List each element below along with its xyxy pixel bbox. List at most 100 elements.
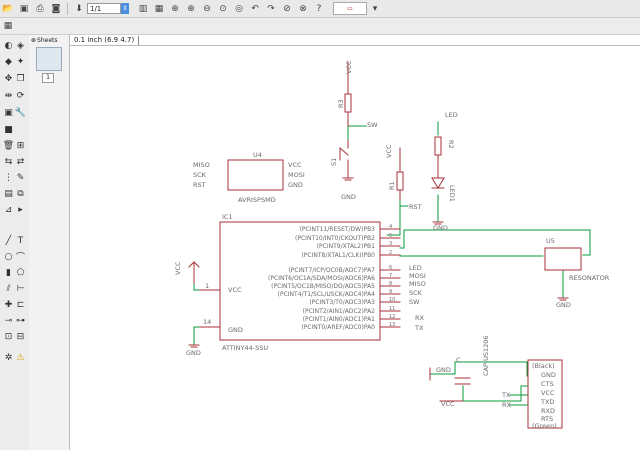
split-icon[interactable]: ⊿ bbox=[4, 204, 13, 215]
sheets-panel: ⊗ Sheets 1 bbox=[29, 35, 70, 450]
ftdi-pin-txd: TXD bbox=[540, 398, 554, 406]
ftdi-pin-rts: RTS bbox=[541, 415, 553, 423]
rect-icon[interactable]: ▮ bbox=[6, 267, 11, 278]
ic1-body[interactable] bbox=[219, 221, 381, 341]
bus-icon[interactable]: ⫽ bbox=[6, 283, 11, 294]
net-wires bbox=[193, 121, 591, 406]
stop-icon[interactable]: ⊘ bbox=[283, 3, 291, 14]
u4-label: U4 bbox=[253, 151, 262, 159]
change-icon[interactable]: 🔧 bbox=[14, 107, 27, 118]
save-icon[interactable]: ▣ bbox=[19, 3, 29, 14]
vcc-label-top: VCC bbox=[345, 60, 353, 74]
zoom-out-icon[interactable]: ⊖ bbox=[203, 3, 211, 14]
undo-icon[interactable]: ↶ bbox=[251, 3, 259, 14]
grid-coordinate-display: 0.1 inch (6.9 4.7) bbox=[70, 35, 140, 45]
circle-icon[interactable]: ○ bbox=[4, 251, 13, 262]
net-label-rx: RX bbox=[415, 314, 425, 322]
polygon-icon[interactable]: ⬠ bbox=[16, 267, 25, 278]
vcc-label-r1: VCC bbox=[385, 144, 393, 158]
smash-icon[interactable]: ⧉ bbox=[17, 188, 24, 199]
group-icon[interactable]: ▣ bbox=[4, 107, 13, 118]
ic1-pin-pa2: (PCINT2/AIN1/ADC2)PA2 bbox=[303, 308, 376, 315]
redraw-icon[interactable]: ◎ bbox=[235, 3, 243, 14]
move-icon[interactable]: ✥ bbox=[4, 73, 13, 84]
resonator-body[interactable] bbox=[544, 247, 582, 271]
r1-body[interactable] bbox=[396, 171, 404, 191]
r2-label: R2 bbox=[447, 140, 455, 149]
ftdi-header-body[interactable] bbox=[527, 359, 563, 429]
mod-icon[interactable]: ⊟ bbox=[16, 331, 25, 342]
sheet-icon: ⬇ bbox=[75, 3, 83, 14]
label-icon[interactable]: ⊏ bbox=[16, 299, 25, 310]
redo-icon[interactable]: ↷ bbox=[267, 3, 275, 14]
isp-header-body[interactable] bbox=[227, 159, 284, 191]
sheets-tab[interactable]: ⊗ Sheets bbox=[31, 36, 67, 44]
sheet-select[interactable]: 1/1 bbox=[87, 3, 121, 14]
text-icon[interactable]: T bbox=[17, 235, 24, 246]
schematic-canvas[interactable]: VCC R3 SW S1 GND VCC R1 RST LED R2 LED1 … bbox=[70, 46, 640, 450]
isp-pin-miso: MISO bbox=[193, 161, 210, 169]
pin-number-3: 3 bbox=[389, 241, 392, 247]
zoom-select-icon[interactable]: ⊙ bbox=[219, 3, 227, 14]
r2-body[interactable] bbox=[434, 136, 442, 156]
dropdown-arrow-icon[interactable]: ▾ bbox=[372, 3, 378, 14]
arc-icon[interactable]: ⌒ bbox=[15, 253, 25, 263]
s1-label: S1 bbox=[330, 158, 338, 166]
sheet-thumbnail[interactable] bbox=[36, 47, 62, 71]
zoom-in-icon[interactable]: ⊕ bbox=[187, 3, 195, 14]
net-label-sw: SW bbox=[409, 298, 420, 306]
isp-pin-sck: SCK bbox=[193, 171, 207, 179]
parameter-toolbar: ▦ bbox=[0, 18, 640, 35]
delete-icon[interactable]: 🗑 bbox=[2, 140, 15, 151]
open-icon[interactable]: 📂 bbox=[2, 3, 14, 14]
help-icon[interactable]: ? bbox=[316, 3, 322, 14]
paste-icon[interactable]: ■ bbox=[4, 124, 13, 135]
net-label-sck: SCK bbox=[409, 289, 423, 297]
wire-icon[interactable]: ╱ bbox=[5, 235, 12, 246]
replace-icon[interactable]: ⋮ bbox=[4, 172, 13, 183]
go-icon[interactable]: ⊗ bbox=[299, 3, 307, 14]
ic1-gnd-pin: GND bbox=[228, 326, 243, 334]
print-icon[interactable]: ⎙ bbox=[36, 3, 44, 14]
ic1-pin-pa4: (PCINT4/T1/SCL/USCK/ADC4)PA4 bbox=[278, 291, 376, 298]
ftdi-header-bottom: (Green) bbox=[532, 422, 557, 430]
sheet-spinner[interactable]: ⇕ bbox=[121, 3, 129, 14]
mark-icon[interactable]: ✦ bbox=[16, 56, 25, 67]
grid-icon[interactable]: ▦ bbox=[3, 21, 13, 31]
led1-body[interactable] bbox=[431, 177, 445, 189]
net-label-led: LED bbox=[409, 264, 422, 272]
zoom-fit-icon[interactable]: ⊕ bbox=[171, 3, 179, 14]
mirror-icon[interactable]: ⇹ bbox=[4, 90, 13, 101]
copy-icon[interactable]: ❐ bbox=[16, 73, 25, 84]
value-icon[interactable]: ▤ bbox=[4, 188, 13, 199]
r3-body[interactable] bbox=[344, 93, 352, 113]
pin-number-6: 6 bbox=[389, 265, 392, 271]
dimension-icon[interactable]: ⊶ bbox=[16, 315, 25, 326]
gateswap-icon[interactable]: ⇄ bbox=[16, 156, 25, 167]
ic1-pin-pa0: (PCINT0/AREF/ADC0)PA0 bbox=[301, 324, 375, 331]
info-icon[interactable]: ◐ bbox=[4, 40, 13, 51]
drc-icon[interactable]: ▥ bbox=[138, 3, 148, 14]
gnd-label-cap: GND bbox=[436, 366, 451, 374]
rotate-icon[interactable]: ⟳ bbox=[16, 90, 25, 101]
command-menu-button[interactable]: ▭ bbox=[333, 2, 367, 15]
add-icon[interactable]: ⊞ bbox=[16, 140, 25, 151]
warning-icon[interactable]: ⚠ bbox=[16, 352, 25, 363]
erc-icon[interactable]: ▦ bbox=[154, 3, 164, 14]
pin-number-5: 5 bbox=[389, 233, 392, 239]
avrisp-label: AVRISPSMD bbox=[238, 196, 276, 204]
invoke-icon[interactable]: ▸ bbox=[18, 204, 23, 215]
cam-icon[interactable]: ◙ bbox=[51, 3, 61, 14]
name-icon[interactable]: ✎ bbox=[16, 172, 25, 183]
junction-icon[interactable]: ✚ bbox=[4, 299, 13, 310]
show-icon[interactable]: ◈ bbox=[17, 40, 24, 51]
frame-icon[interactable]: ⊡ bbox=[4, 331, 13, 342]
attribute-icon[interactable]: ⊸ bbox=[4, 315, 13, 326]
pinswap-icon[interactable]: ⇆ bbox=[4, 156, 13, 167]
close-icon[interactable]: ⊗ bbox=[31, 36, 37, 44]
errc-icon[interactable]: ✲ bbox=[4, 352, 13, 363]
net-label-tx: TX bbox=[414, 324, 424, 332]
display-icon[interactable]: ◆ bbox=[5, 56, 12, 67]
net-icon[interactable]: ⊢ bbox=[16, 283, 25, 294]
u5-label: U5 bbox=[546, 237, 555, 245]
